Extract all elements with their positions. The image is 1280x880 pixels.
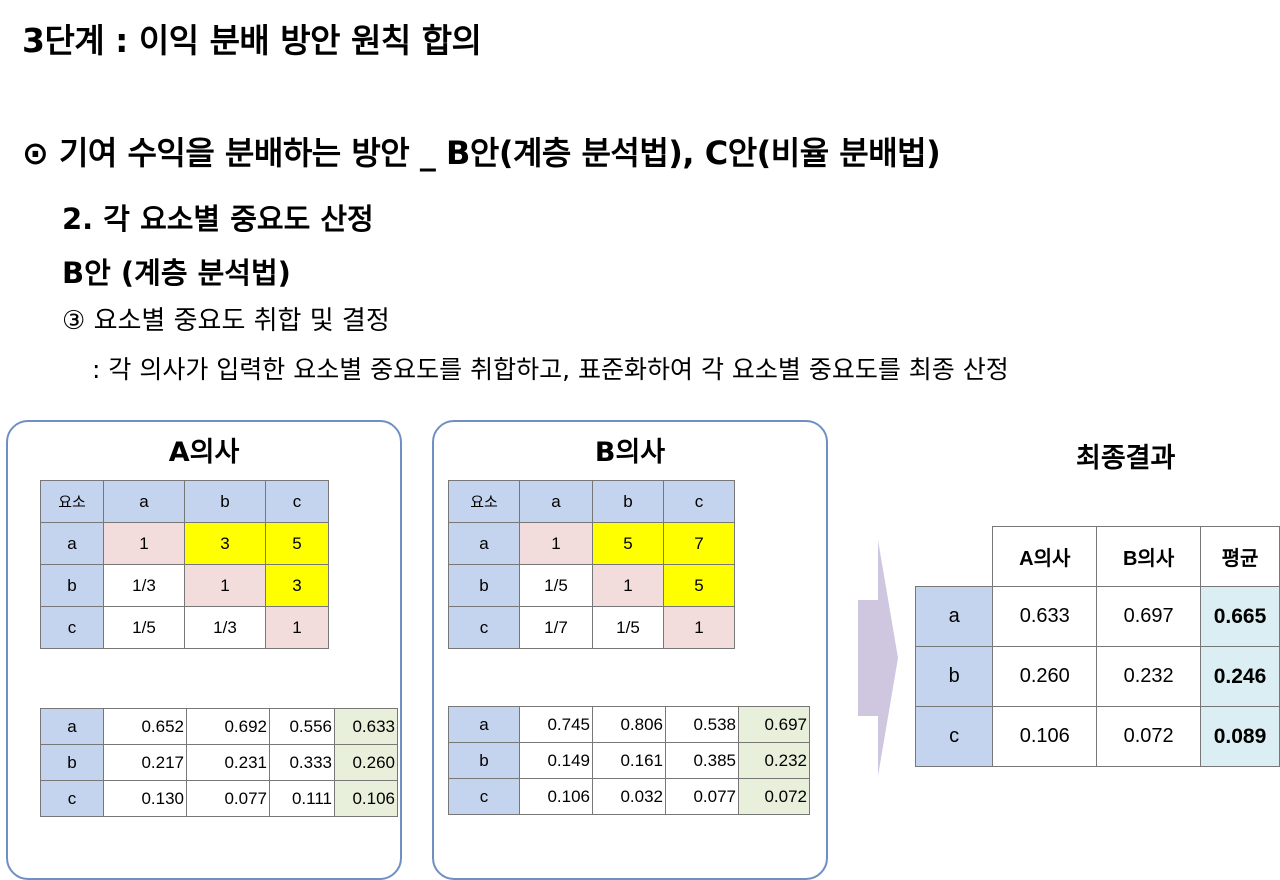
average-cell: 0.665 — [1200, 586, 1280, 647]
table-cell: 0.111 — [269, 780, 335, 817]
col-header: A의사 — [992, 526, 1098, 587]
table-cell: 0.072 — [1096, 706, 1202, 767]
doctor-a-title: A의사 — [168, 437, 240, 468]
table-cell: 1 — [265, 606, 329, 649]
table-cell: 5 — [663, 564, 735, 607]
table-cell: 0.697 — [1096, 586, 1202, 647]
table-cell: 0.231 — [186, 744, 270, 781]
row-header: a — [914, 586, 994, 647]
table-cell: 0.652 — [103, 708, 187, 745]
empty-corner — [915, 526, 994, 587]
row-header: b — [914, 646, 994, 707]
row-header: c — [40, 606, 104, 649]
weight-cell: 0.697 — [738, 706, 810, 743]
page-title: 3단계 : 이익 분배 방안 원칙 합의 — [22, 21, 482, 60]
table-cell: 0.538 — [665, 706, 739, 743]
weight-cell: 0.072 — [738, 778, 810, 815]
table-cell: 1 — [184, 564, 266, 607]
doctor-b-panel: B의사 요소 a b c a 1 5 7 b 1/5 1 5 c 1/7 1/5… — [432, 420, 828, 880]
table-cell: 0.077 — [665, 778, 739, 815]
table-cell: 0.745 — [519, 706, 593, 743]
method-heading: B안 (계층 분석법) — [62, 256, 291, 290]
col-header: c — [663, 480, 735, 523]
step-heading: 2. 각 요소별 중요도 산정 — [62, 202, 374, 236]
row-header: a — [448, 706, 520, 743]
weight-cell: 0.232 — [738, 742, 810, 779]
table-cell: 1 — [519, 522, 593, 565]
table-cell: 0.077 — [186, 780, 270, 817]
doctor-a-pairwise-table: 요소 a b c a 1 3 5 b 1/3 1 3 c 1/5 1/3 1 — [40, 480, 329, 649]
table-cell: 0.633 — [992, 586, 1098, 647]
table-cell: 0.260 — [992, 646, 1098, 707]
table-cell: 0.217 — [103, 744, 187, 781]
weight-cell: 0.106 — [334, 780, 398, 817]
table-cell: 0.032 — [592, 778, 666, 815]
row-header: c — [914, 706, 994, 767]
doctor-b-normalized-table: a 0.745 0.806 0.538 0.697 b 0.149 0.161 … — [448, 706, 810, 815]
section-heading: ⊙ 기여 수익을 분배하는 방안 _ B안(계층 분석법), C안(비율 분배법… — [22, 134, 941, 172]
table-cell: 0.106 — [519, 778, 593, 815]
corner-cell: 요소 — [40, 480, 104, 523]
table-cell: 0.692 — [186, 708, 270, 745]
doctor-b-title: B의사 — [594, 437, 666, 468]
table-cell: 1 — [592, 564, 664, 607]
table-cell: 0.806 — [592, 706, 666, 743]
table-cell: 5 — [265, 522, 329, 565]
table-cell: 0.149 — [519, 742, 593, 779]
table-cell: 1/5 — [592, 606, 664, 649]
row-header: a — [40, 522, 104, 565]
doctor-a-normalized-table: a 0.652 0.692 0.556 0.633 b 0.217 0.231 … — [40, 708, 398, 817]
col-header: b — [184, 480, 266, 523]
row-header: a — [40, 708, 104, 745]
corner-cell: 요소 — [448, 480, 520, 523]
weight-cell: 0.633 — [334, 708, 398, 745]
col-header: b — [592, 480, 664, 523]
col-header: 평균 — [1200, 526, 1280, 587]
table-cell: 0.106 — [992, 706, 1098, 767]
doctor-a-panel: A의사 요소 a b c a 1 3 5 b 1/3 1 3 c 1/5 1/3… — [6, 420, 402, 880]
table-cell: 7 — [663, 522, 735, 565]
table-cell: 1 — [663, 606, 735, 649]
table-cell: 1 — [103, 522, 185, 565]
average-cell: 0.246 — [1200, 646, 1280, 707]
col-header: a — [519, 480, 593, 523]
average-cell: 0.089 — [1200, 706, 1280, 767]
col-header: a — [103, 480, 185, 523]
table-cell: 0.232 — [1096, 646, 1202, 707]
table-cell: 3 — [265, 564, 329, 607]
table-cell: 0.161 — [592, 742, 666, 779]
table-cell: 0.556 — [269, 708, 335, 745]
row-header: b — [40, 564, 104, 607]
row-header: b — [448, 564, 520, 607]
table-cell: 1/7 — [519, 606, 593, 649]
row-header: a — [448, 522, 520, 565]
table-cell: 5 — [592, 522, 664, 565]
final-result-title: 최종결과 — [1076, 443, 1176, 474]
table-cell: 0.333 — [269, 744, 335, 781]
table-cell: 1/5 — [103, 606, 185, 649]
table-cell: 0.385 — [665, 742, 739, 779]
row-header: c — [448, 606, 520, 649]
col-header: B의사 — [1096, 526, 1202, 587]
sub-heading: ③ 요소별 중요도 취합 및 결정 — [62, 306, 390, 336]
row-header: b — [40, 744, 104, 781]
table-cell: 1/3 — [184, 606, 266, 649]
right-arrow-icon — [858, 540, 898, 776]
col-header: c — [265, 480, 329, 523]
row-header: c — [448, 778, 520, 815]
description-text: : 각 의사가 입력한 요소별 중요도를 취합하고, 표준화하여 각 요소별 중… — [92, 355, 1009, 384]
table-cell: 3 — [184, 522, 266, 565]
doctor-b-pairwise-table: 요소 a b c a 1 5 7 b 1/5 1 5 c 1/7 1/5 1 — [448, 480, 735, 649]
row-header: c — [40, 780, 104, 817]
table-cell: 0.130 — [103, 780, 187, 817]
table-cell: 1/3 — [103, 564, 185, 607]
final-result-table: A의사 B의사 평균 a 0.633 0.697 0.665 b 0.260 0… — [914, 526, 1280, 767]
row-header: b — [448, 742, 520, 779]
weight-cell: 0.260 — [334, 744, 398, 781]
table-cell: 1/5 — [519, 564, 593, 607]
